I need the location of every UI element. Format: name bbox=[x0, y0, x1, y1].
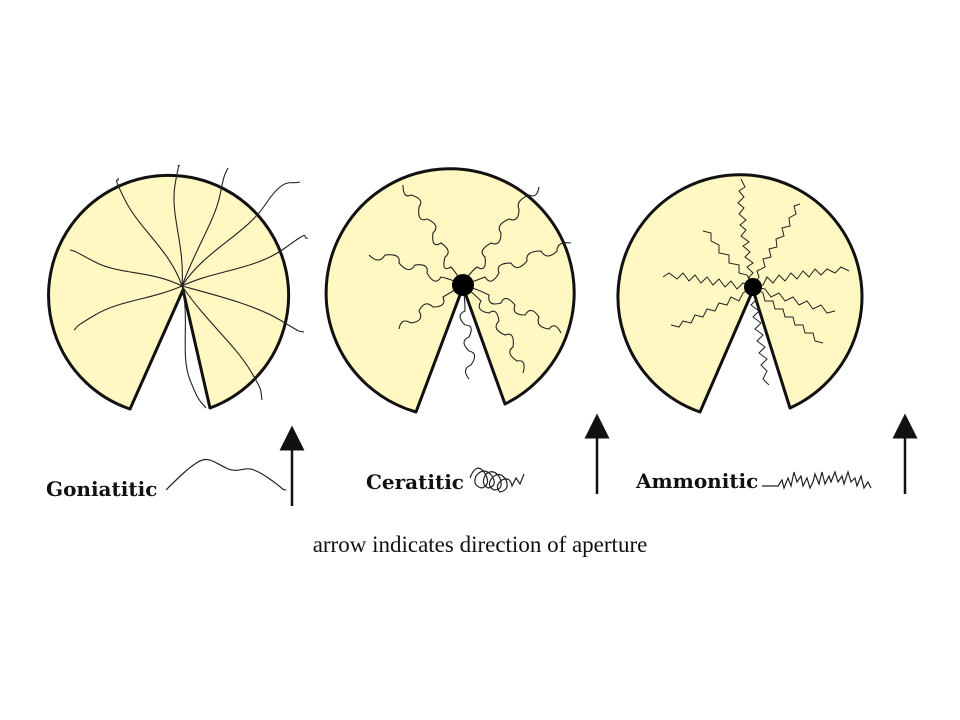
ammonitic-suture-lines bbox=[662, 178, 850, 386]
ceratitic-shell bbox=[324, 167, 576, 414]
ceratitic-suture-profile bbox=[469, 467, 525, 493]
ammonitic-label: Ammonitic bbox=[636, 469, 759, 493]
goniatitic-shell bbox=[47, 164, 309, 411]
ceratitic-shell-outline bbox=[324, 167, 576, 414]
goniatitic-suture-profile bbox=[165, 458, 287, 491]
goniatitic-suture-lines bbox=[69, 164, 309, 409]
ceratitic-label: Ceratitic bbox=[366, 470, 464, 494]
ammonitic-suture-profile bbox=[762, 470, 872, 490]
ammonitic-shell-outline bbox=[616, 173, 864, 414]
aperture-caption: arrow indicates direction of aperture bbox=[312, 532, 648, 557]
ammonitic-shell bbox=[616, 173, 864, 414]
goniatitic-shell-outline bbox=[47, 173, 291, 411]
ammonitic-center bbox=[744, 278, 762, 296]
goniatitic-label: Goniatitic bbox=[46, 477, 158, 501]
ceratitic-suture-lines bbox=[368, 184, 572, 380]
ceratitic-center bbox=[452, 274, 474, 296]
